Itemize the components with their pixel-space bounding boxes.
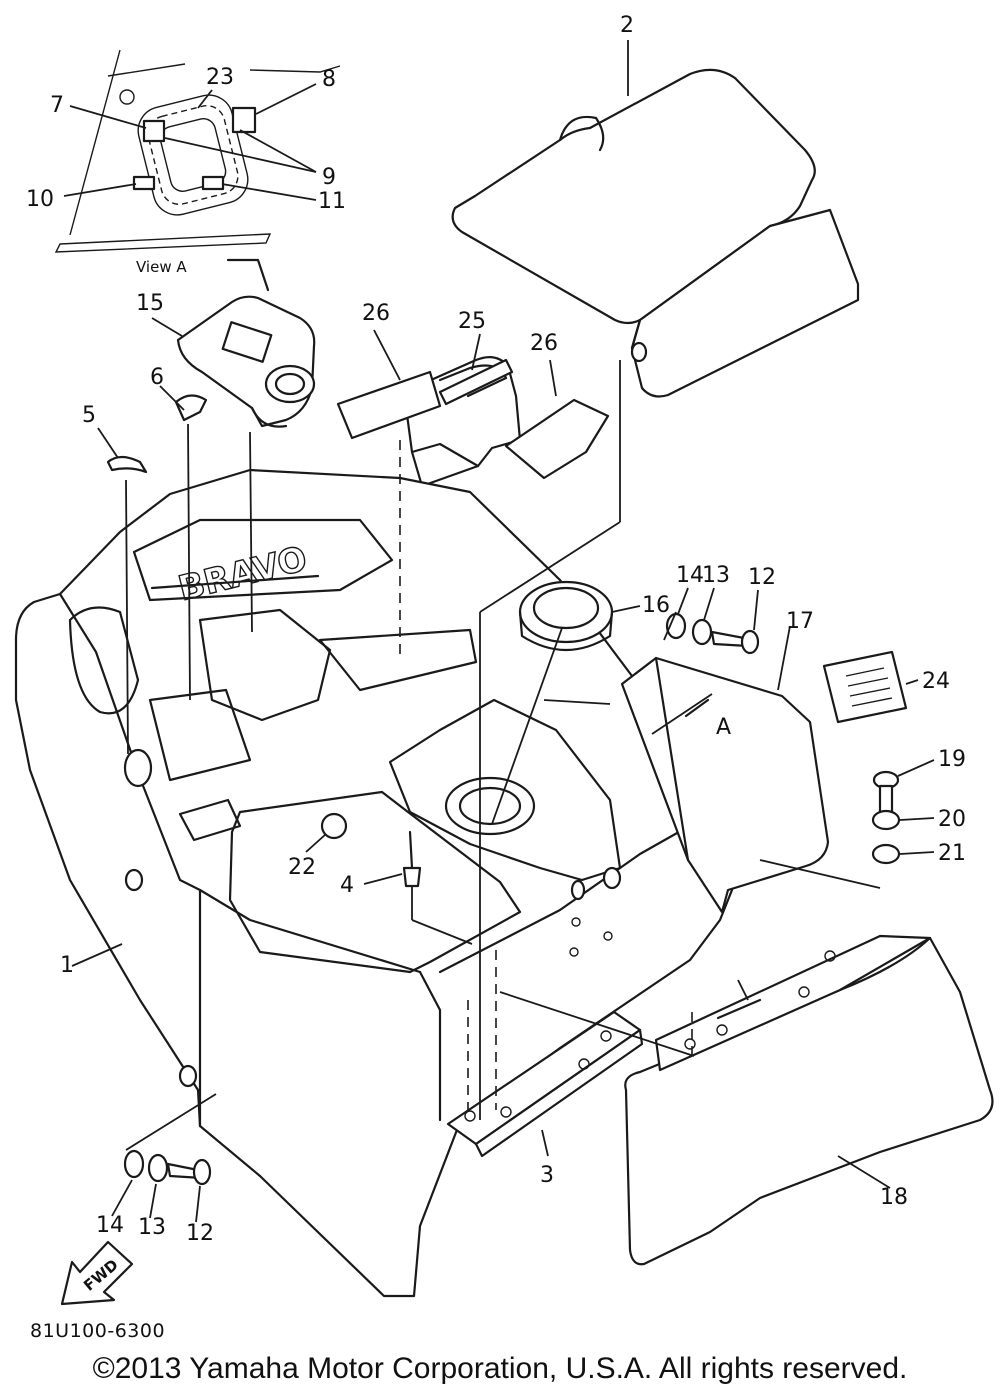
callout-14-upper: 14	[676, 563, 704, 588]
callout-20: 20	[938, 807, 966, 832]
callout-11: 11	[318, 189, 346, 214]
callout-9: 9	[322, 165, 336, 190]
diagram-code: 81U100-6300	[30, 1320, 166, 1342]
callout-16: 16	[642, 593, 670, 618]
part-15-panel	[176, 258, 316, 428]
part-20-washer	[871, 809, 901, 831]
callout-23: 23	[206, 65, 234, 90]
callout-3: 3	[540, 1163, 554, 1188]
callout-2: 2	[620, 13, 634, 38]
view-arrow-label: A	[716, 715, 731, 740]
view-a-panel-outline	[137, 94, 249, 216]
callout-5: 5	[82, 403, 96, 428]
part-2-seat	[451, 68, 860, 398]
part-3-bracket	[446, 1010, 644, 1158]
callout-26-right: 26	[530, 331, 558, 356]
callout-15: 15	[136, 291, 164, 316]
part-18-skid-plate	[624, 934, 994, 1266]
callout-12-lower: 12	[186, 1221, 214, 1246]
callout-24: 24	[922, 669, 950, 694]
part-21-nut	[871, 843, 901, 865]
callout-19: 19	[938, 747, 966, 772]
decal-7	[142, 119, 166, 143]
callout-4: 4	[340, 873, 354, 898]
part-26-pad-left	[336, 370, 442, 440]
callout-26-left: 26	[362, 301, 390, 326]
copyright-notice: ©2013 Yamaha Motor Corporation, U.S.A. A…	[92, 1352, 908, 1385]
decal-10	[132, 175, 156, 191]
callout-22: 22	[288, 855, 316, 880]
fastener-set-upper	[665, 612, 760, 655]
callout-13-upper: 13	[702, 563, 730, 588]
callout-1: 1	[60, 953, 74, 978]
callout-leaders	[71, 40, 935, 1223]
callout-17: 17	[786, 609, 814, 634]
part-4-screw	[402, 830, 422, 888]
decal-11	[201, 175, 225, 191]
callout-6: 6	[150, 365, 164, 390]
callout-12-upper: 12	[748, 565, 776, 590]
callout-10: 10	[26, 187, 54, 212]
view-a-label: View A	[136, 258, 187, 276]
callout-21: 21	[938, 841, 966, 866]
callout-18: 18	[880, 1185, 908, 1210]
callout-numbers: 2 23 8 7 9 10 11 15 26 25 26 6 5 14 13 1…	[26, 13, 966, 1246]
callout-13-lower: 13	[138, 1215, 166, 1240]
part-6-clip	[174, 394, 208, 422]
callout-14-lower: 14	[96, 1213, 124, 1238]
fastener-set-lower	[123, 1149, 212, 1186]
decal-8	[231, 106, 257, 134]
assembly-lines	[125, 360, 881, 1151]
part-5-clip	[106, 455, 148, 474]
part-16-grommet	[518, 580, 614, 652]
part-24-label	[822, 650, 908, 724]
part-22-plug	[320, 812, 348, 840]
callout-8: 8	[322, 67, 336, 92]
part-17-side-panel: A	[620, 656, 830, 914]
callout-25: 25	[458, 309, 486, 334]
part-26-pad-right	[504, 398, 610, 480]
fwd-arrow: FWD	[60, 1240, 134, 1306]
callout-7: 7	[50, 93, 64, 118]
view-a-inset: View A	[54, 49, 341, 276]
